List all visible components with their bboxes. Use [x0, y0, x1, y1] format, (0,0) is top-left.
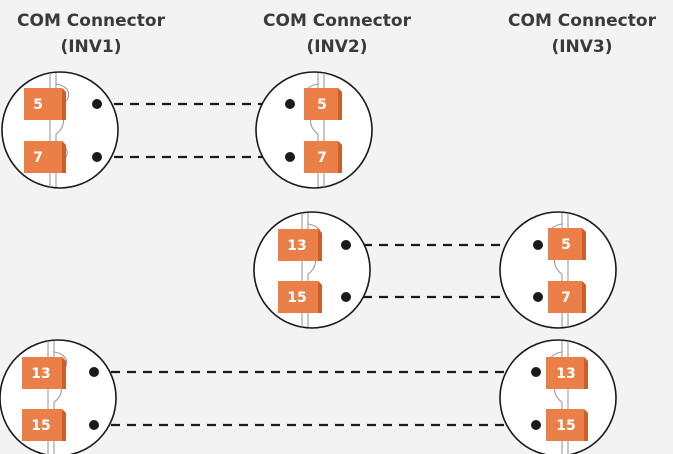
endpoint-dot: [89, 367, 99, 377]
inv1-header: COM Connector (INV1): [6, 8, 176, 60]
pin-label: 13: [31, 366, 50, 382]
connector-inv1-top: 5 7: [1, 71, 119, 189]
pin-label: 15: [556, 418, 575, 434]
connector-inv3-mid: 5 7: [499, 211, 617, 329]
pin-label: 5: [317, 97, 327, 113]
inv3-header: COM Connector (INV3): [497, 8, 667, 60]
connector-inv2-top: 5 7: [255, 71, 373, 189]
pin-label: 7: [561, 290, 571, 306]
pin-label: 15: [31, 418, 50, 434]
connector-inv2-mid: 13 15: [253, 211, 371, 329]
inv2-header-sub: (INV2): [306, 37, 368, 57]
endpoint-dot: [341, 292, 351, 302]
endpoint-dot: [531, 420, 541, 430]
pin-label: 13: [556, 366, 575, 382]
endpoint-dot: [533, 240, 543, 250]
pin-label: 5: [33, 97, 43, 113]
endpoint-dot: [285, 152, 295, 162]
pin-label: 13: [287, 238, 306, 254]
inv1-header-title: COM Connector: [17, 11, 165, 31]
inv2-header-title: COM Connector: [263, 11, 411, 31]
endpoint-dot: [89, 420, 99, 430]
connector-inv1-bot: 13 15: [0, 339, 117, 454]
pin-label: 7: [33, 150, 43, 166]
pin-label: 7: [317, 150, 327, 166]
inv1-header-sub: (INV1): [60, 37, 122, 57]
inv3-header-sub: (INV3): [551, 37, 613, 57]
endpoint-dot: [531, 367, 541, 377]
endpoint-dot: [92, 99, 102, 109]
connector-inv3-bot: 13 15: [499, 339, 617, 454]
endpoint-dot: [533, 292, 543, 302]
endpoint-dot: [285, 99, 295, 109]
wire-endpoints: [89, 99, 543, 430]
pin-label: 5: [561, 237, 571, 253]
endpoint-dot: [341, 240, 351, 250]
inv2-header: COM Connector (INV2): [252, 8, 422, 60]
endpoint-dot: [92, 152, 102, 162]
pin-label: 15: [287, 290, 306, 306]
inv3-header-title: COM Connector: [508, 11, 656, 31]
